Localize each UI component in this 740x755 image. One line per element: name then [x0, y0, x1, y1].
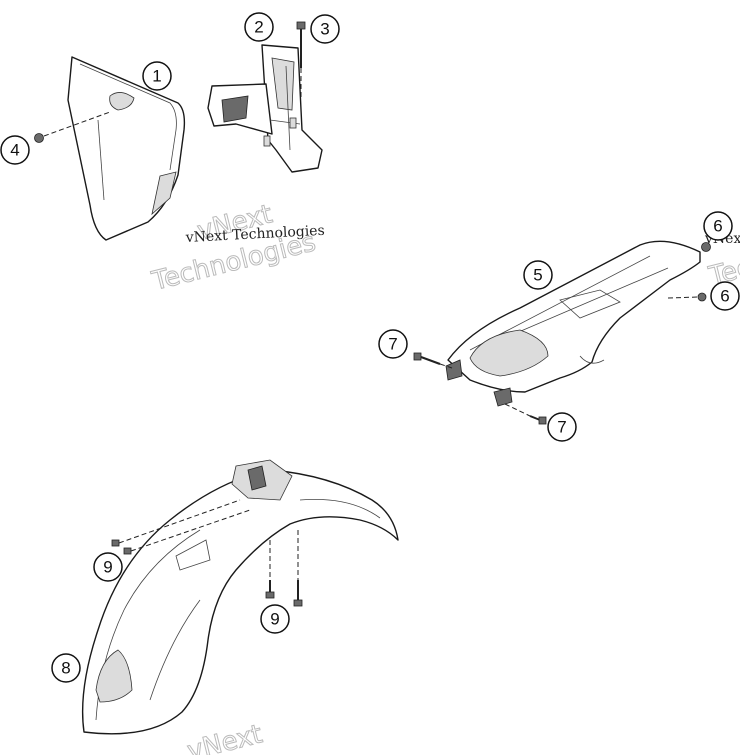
callout-number: 8: [61, 659, 70, 678]
callout-circle: [0, 135, 30, 165]
callout-circle: [523, 260, 553, 290]
callout-c2: 2: [244, 12, 274, 42]
screw-6b: [667, 292, 707, 302]
callout-c5: 5: [523, 260, 553, 290]
callout-circle: [142, 61, 172, 91]
callout-number: 9: [103, 558, 112, 577]
watermark-bottom: vNext: [184, 719, 266, 755]
callout-number: 5: [533, 266, 542, 285]
callout-c6b: 6: [710, 281, 740, 311]
callout-number: 3: [320, 20, 329, 39]
callout-circle: [703, 211, 733, 241]
watermark-center: vNext Technologies vNext Technologies: [148, 199, 325, 298]
callout-circle: [260, 604, 290, 634]
front-fender: [81, 459, 399, 735]
callout-number: 7: [557, 418, 566, 437]
callout-circle: [93, 552, 123, 582]
callout-circle: [547, 412, 577, 442]
watermark-line1-bottom: vNext: [184, 719, 265, 755]
bolts-9-vertical: [265, 530, 303, 607]
bolt-3: [296, 21, 306, 100]
callout-c6a: 6: [703, 211, 733, 241]
callout-number: 7: [388, 335, 397, 354]
callout-number: 2: [254, 18, 263, 37]
callout-circle: [378, 329, 408, 359]
callout-c7b: 7: [547, 412, 577, 442]
callout-number: 6: [720, 287, 729, 306]
side-cover: [207, 44, 323, 173]
number-plate: [67, 56, 186, 241]
screw-7b: [504, 403, 547, 425]
callout-c9b: 9: [260, 604, 290, 634]
callout-c1: 1: [142, 61, 172, 91]
callout-c8: 8: [51, 653, 81, 683]
bolts-9-horizontal: [111, 499, 251, 555]
nut-4: [34, 111, 111, 143]
callout-c7a: 7: [378, 329, 408, 359]
watermark-caption: vNext Technologies: [184, 223, 325, 246]
callout-c9a: 9: [93, 552, 123, 582]
screw-6a: [701, 242, 711, 252]
callout-number: 1: [152, 67, 161, 86]
callout-number: 9: [270, 610, 279, 629]
rear-fender: [445, 240, 701, 407]
callout-number: 6: [713, 217, 722, 236]
callout-circle: [51, 653, 81, 683]
callout-c4: 4: [0, 135, 30, 165]
callout-circle: [310, 14, 340, 44]
callouts-layer: 1 2 3 4 5 6 6 7 7 8 9 9: [0, 12, 740, 683]
callout-c3: 3: [310, 14, 340, 44]
callout-circle: [244, 12, 274, 42]
callout-circle: [710, 281, 740, 311]
callout-number: 4: [10, 141, 19, 160]
screw-7a: [413, 352, 453, 369]
